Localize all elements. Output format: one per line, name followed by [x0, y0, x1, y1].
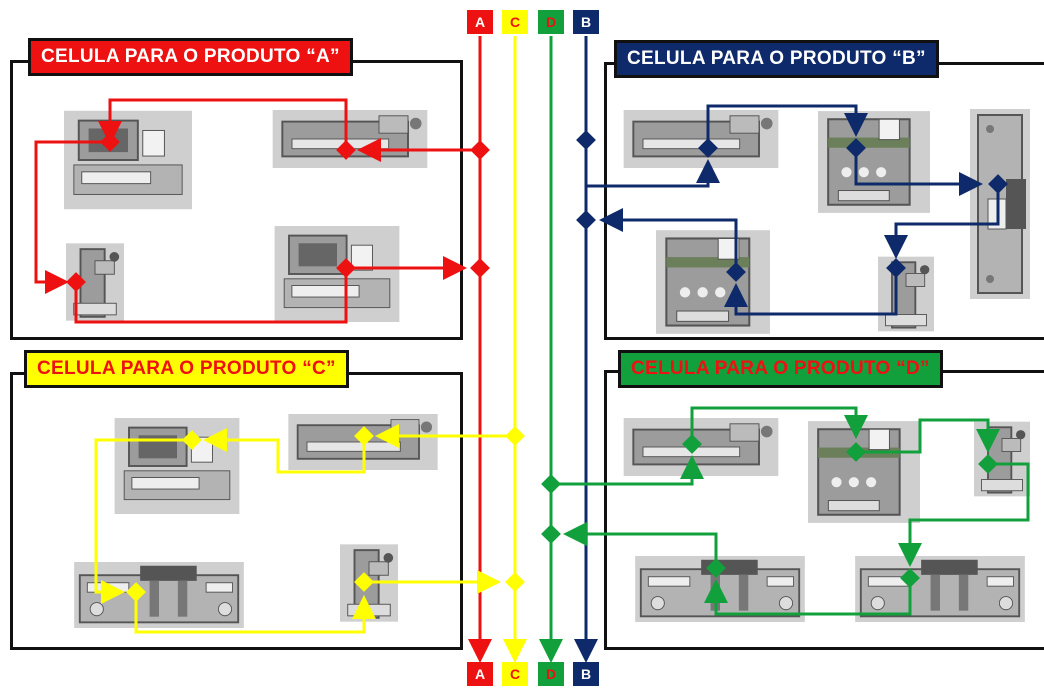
cell-title-c: CELULA PARA O PRODUTO “C”: [24, 350, 349, 388]
machine-lathe-b: [624, 110, 779, 168]
lane-tag-c-bottom: C: [502, 662, 528, 686]
lane-tag-a-top: A: [467, 10, 493, 34]
machine-press-d2: [855, 556, 1025, 622]
machine-drill-d: [974, 422, 1030, 497]
lane-tag-d-bottom: D: [538, 662, 564, 686]
machine-center-b2: [656, 230, 770, 334]
machine-mill-c: [115, 418, 240, 514]
machine-lathe-a: [273, 110, 428, 168]
machine-mill-a1: [64, 111, 192, 209]
lane-tag-c-top: C: [502, 10, 528, 34]
lane-tag-b-top: B: [573, 10, 599, 34]
lane-tag-a-bottom: A: [467, 662, 493, 686]
cell-title-a: CELULA PARA O PRODUTO “A”: [28, 38, 353, 76]
machine-lathe-d: [624, 418, 779, 476]
lane-tag-b-bottom: B: [573, 662, 599, 686]
machine-center-d: [808, 421, 920, 523]
cell-title-b: CELULA PARA O PRODUTO “B”: [614, 40, 939, 78]
lane-lines: [480, 36, 586, 660]
machine-press-c: [74, 562, 244, 628]
machine-mill-a2: [275, 226, 400, 322]
lane-tag-d-top: D: [538, 10, 564, 34]
machine-vertical-b: [970, 109, 1030, 299]
cell-title-d: CELULA PARA O PRODUTO “D”: [618, 350, 943, 388]
machine-center-b1: [818, 111, 930, 213]
